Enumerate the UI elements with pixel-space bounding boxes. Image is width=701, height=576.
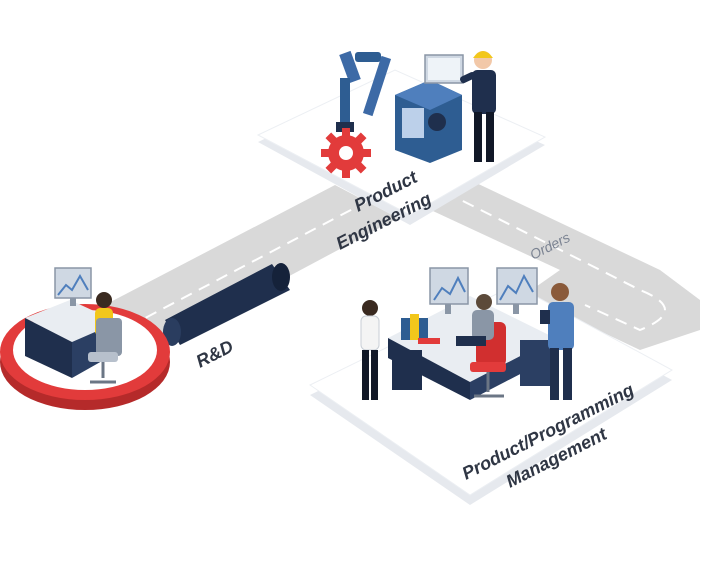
- computer-monitor-icon: [54, 267, 92, 306]
- computer-monitor-icon: [496, 267, 538, 314]
- seated-worker-icon: [456, 294, 494, 346]
- books-icon: [401, 314, 440, 344]
- road-orders: [420, 180, 700, 350]
- standing-woman-icon: [360, 300, 380, 400]
- gear-icon: [321, 128, 371, 178]
- computer-monitor-icon: [429, 267, 469, 314]
- tunnel-pipe: [163, 263, 290, 346]
- engineering-platform: Product Engineering: [256, 50, 547, 254]
- road-network: [95, 180, 700, 350]
- machine-icon: [395, 54, 464, 163]
- rd-label: R&D: [193, 336, 237, 372]
- office-chair-icon: [88, 318, 122, 384]
- worker-icon: [460, 51, 496, 162]
- robot-arm-icon: [336, 50, 392, 132]
- rd-platform: [0, 267, 170, 410]
- standing-man-icon: [540, 283, 574, 400]
